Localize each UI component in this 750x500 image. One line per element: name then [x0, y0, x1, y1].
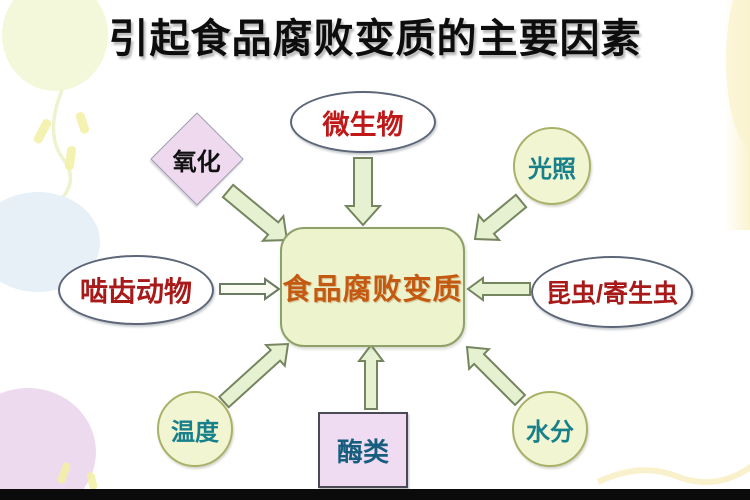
arrow-microbe-to-center	[343, 157, 383, 227]
node-temperature: 温度	[157, 391, 233, 467]
arrow-enzyme-to-center	[357, 343, 385, 410]
node-moisture-label: 水分	[526, 418, 574, 446]
node-temperature-label: 温度	[171, 418, 219, 446]
node-light-label: 光照	[528, 155, 576, 183]
node-rodent: 啮齿动物	[58, 255, 214, 325]
arrow-moisture-to-center	[465, 345, 527, 407]
node-light: 光照	[513, 127, 591, 205]
node-oxidation-label: 氧化	[173, 148, 221, 176]
bottom-black-strip	[0, 489, 750, 500]
arrow-temperature-to-center	[217, 342, 290, 409]
node-enzyme: 酶类	[318, 412, 408, 488]
right-edge-wash	[724, 0, 750, 230]
center-node-food-spoilage: 食品腐败变质	[280, 227, 465, 347]
node-insect: 昆虫/寄生虫	[531, 256, 693, 328]
center-node-label: 食品腐败变质	[282, 274, 463, 306]
balloon-pink-decor	[0, 388, 96, 500]
sparkles-left	[33, 112, 90, 171]
node-microbe-label: 微生物	[322, 109, 404, 140]
node-rodent-label: 啮齿动物	[79, 276, 192, 307]
arrow-oxidation-to-center	[221, 183, 289, 242]
node-moisture: 水分	[512, 391, 588, 467]
node-enzyme-label: 酶类	[336, 436, 389, 467]
bottom-right-wave	[596, 463, 750, 486]
arrow-insect-to-center	[466, 276, 531, 302]
node-microbe: 微生物	[290, 91, 436, 153]
sparkles-bottom	[57, 462, 98, 490]
arrow-rodent-to-center	[219, 277, 281, 301]
balloon-green-decor	[2, 0, 108, 91]
balloon-green-string	[48, 89, 73, 212]
node-insect-label: 昆虫/寄生虫	[546, 280, 678, 308]
page-title: 引起食品腐败变质的主要因素	[108, 17, 642, 61]
arrow-light-to-center	[473, 193, 528, 241]
